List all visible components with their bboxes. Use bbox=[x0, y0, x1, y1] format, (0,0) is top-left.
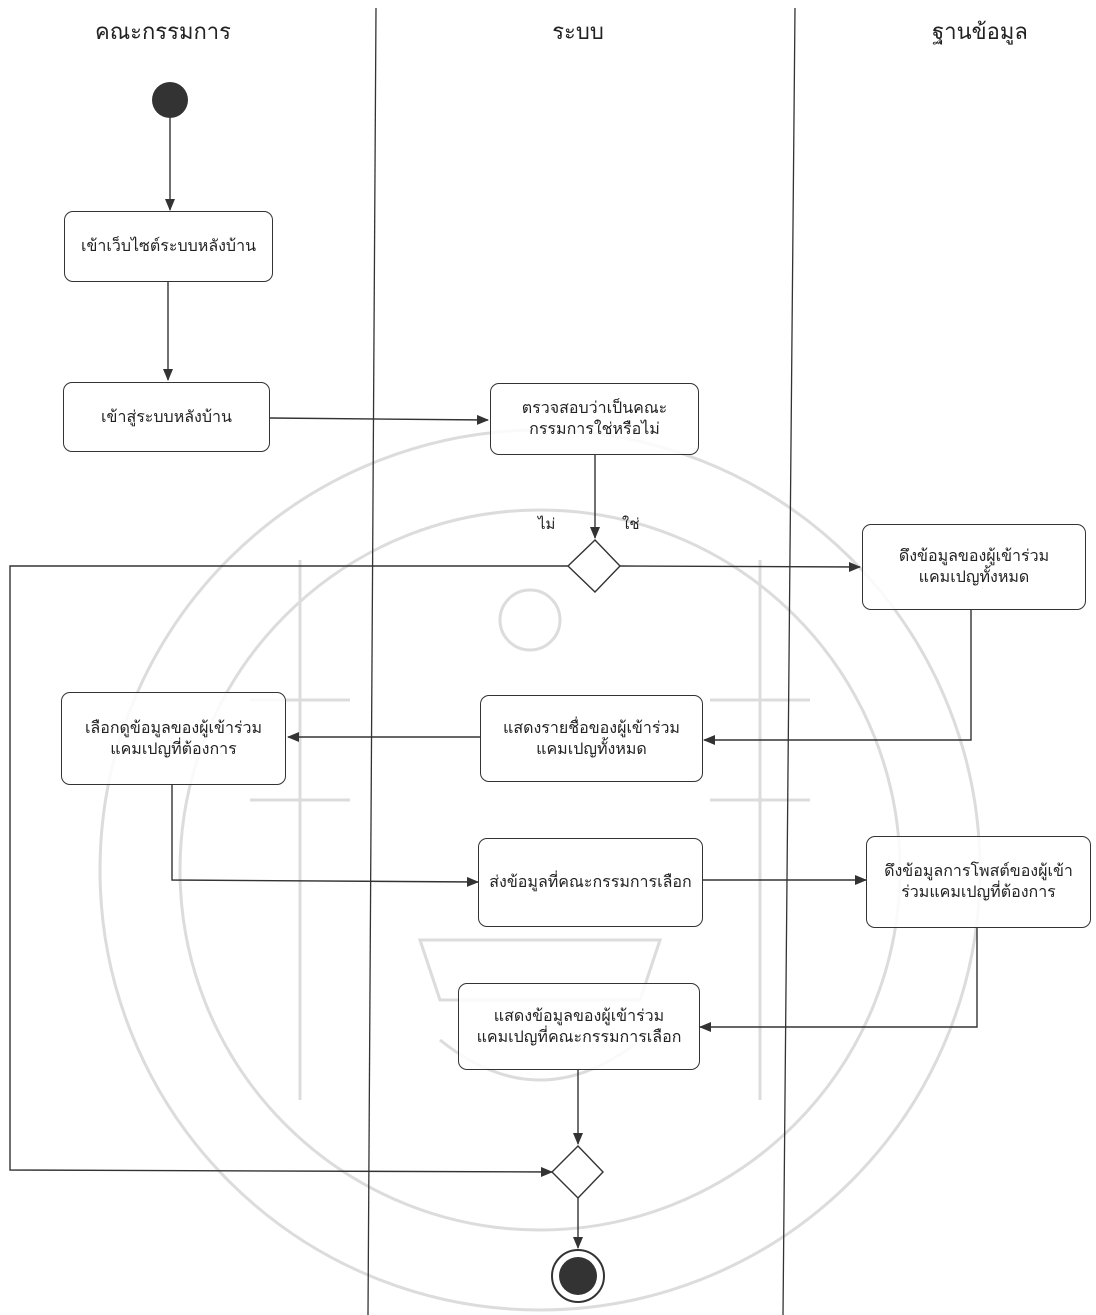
activity-show-selected: แสดงข้อมูลของผู้เข้าร่วมแคมเปญที่คณะกรรม… bbox=[458, 983, 700, 1070]
flow-arrow bbox=[269, 414, 489, 425]
flow-arrow bbox=[619, 561, 861, 572]
decision-node bbox=[566, 539, 621, 593]
flow-arrow bbox=[699, 928, 978, 1032]
lane-title-committee: คณะกรรมการ bbox=[95, 20, 231, 45]
flow-arrow bbox=[9, 565, 568, 1177]
activity-send-selected: ส่งข้อมูลที่คณะกรรมการเลือก bbox=[478, 838, 703, 927]
activity-enter-website: เข้าเว็บไซต์ระบบหลังบ้าน bbox=[64, 211, 273, 282]
activity-enter-backend: เข้าสู่ระบบหลังบ้าน bbox=[63, 382, 270, 452]
lane-divider bbox=[367, 7, 377, 1315]
activity-fetch-posts: ดึงข้อมูลการโพสต์ของผู้เข้าร่วมแคมเปญที่… bbox=[866, 836, 1091, 928]
activity-check-committee: ตรวจสอบว่าเป็นคณะกรรมการใช่หรือไม่ bbox=[490, 383, 699, 455]
activity-fetch-all-participants: ดึงข้อมูลของผู้เข้าร่วมแคมเปญทั้งหมด bbox=[862, 524, 1086, 610]
end-node-core bbox=[559, 1257, 597, 1295]
activity-select-participant: เลือกดูข้อมูลของผู้เข้าร่วมแคมเปญที่ต้อง… bbox=[61, 692, 286, 785]
start-node bbox=[152, 82, 188, 118]
flow-arrow bbox=[703, 610, 972, 745]
guard-no: ไม่ bbox=[538, 515, 556, 533]
activity-show-participant-list: แสดงรายชื่อของผู้เข้าร่วมแคมเปญทั้งหมด bbox=[480, 695, 703, 782]
merge-node bbox=[551, 1145, 604, 1199]
lane-title-database: ฐานข้อมูล bbox=[932, 20, 1028, 45]
guard-yes: ใช่ bbox=[622, 515, 640, 533]
flow-arrow bbox=[171, 785, 479, 887]
lane-divider bbox=[782, 7, 796, 1315]
lane-title-system: ระบบ bbox=[552, 20, 604, 45]
